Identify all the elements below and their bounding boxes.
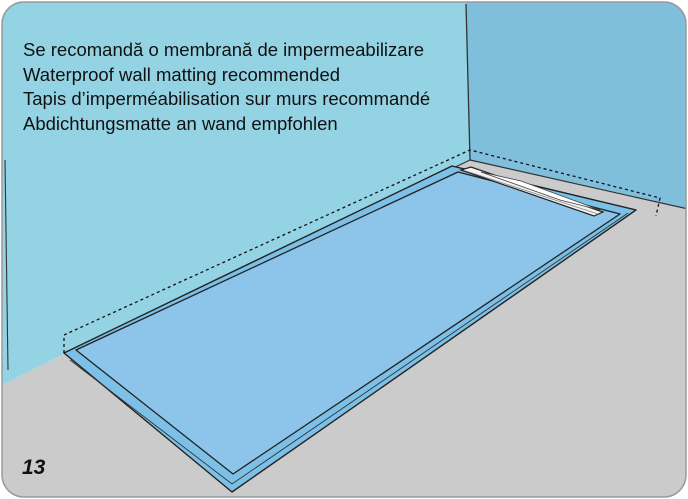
instruction-line-en: Waterproof wall matting recommended — [23, 63, 341, 85]
step-number: 13 — [22, 456, 46, 479]
instruction-line-de: Abdichtungsmatte an wand empfohlen — [23, 112, 338, 134]
shower-tray-surface — [75, 171, 621, 475]
tray-rim-detail — [69, 212, 629, 485]
instruction-line-fr: Tapis d’imperméabilisation sur murs reco… — [23, 88, 431, 109]
right-wall — [466, 2, 686, 209]
linear-drain-icon — [459, 166, 605, 217]
dashed-membrane-outline-icon — [63, 149, 661, 353]
left-wall — [2, 2, 470, 386]
instruction-line-ro: Se recomandă o membrană de impermeabiliz… — [23, 39, 425, 60]
right-wall-base-edge — [469, 159, 686, 210]
instruction-text: Se recomandă o membrană de impermeabiliz… — [23, 38, 430, 136]
wall-corner-edge — [465, 3, 471, 161]
left-wall-side-edge — [4, 159, 9, 371]
